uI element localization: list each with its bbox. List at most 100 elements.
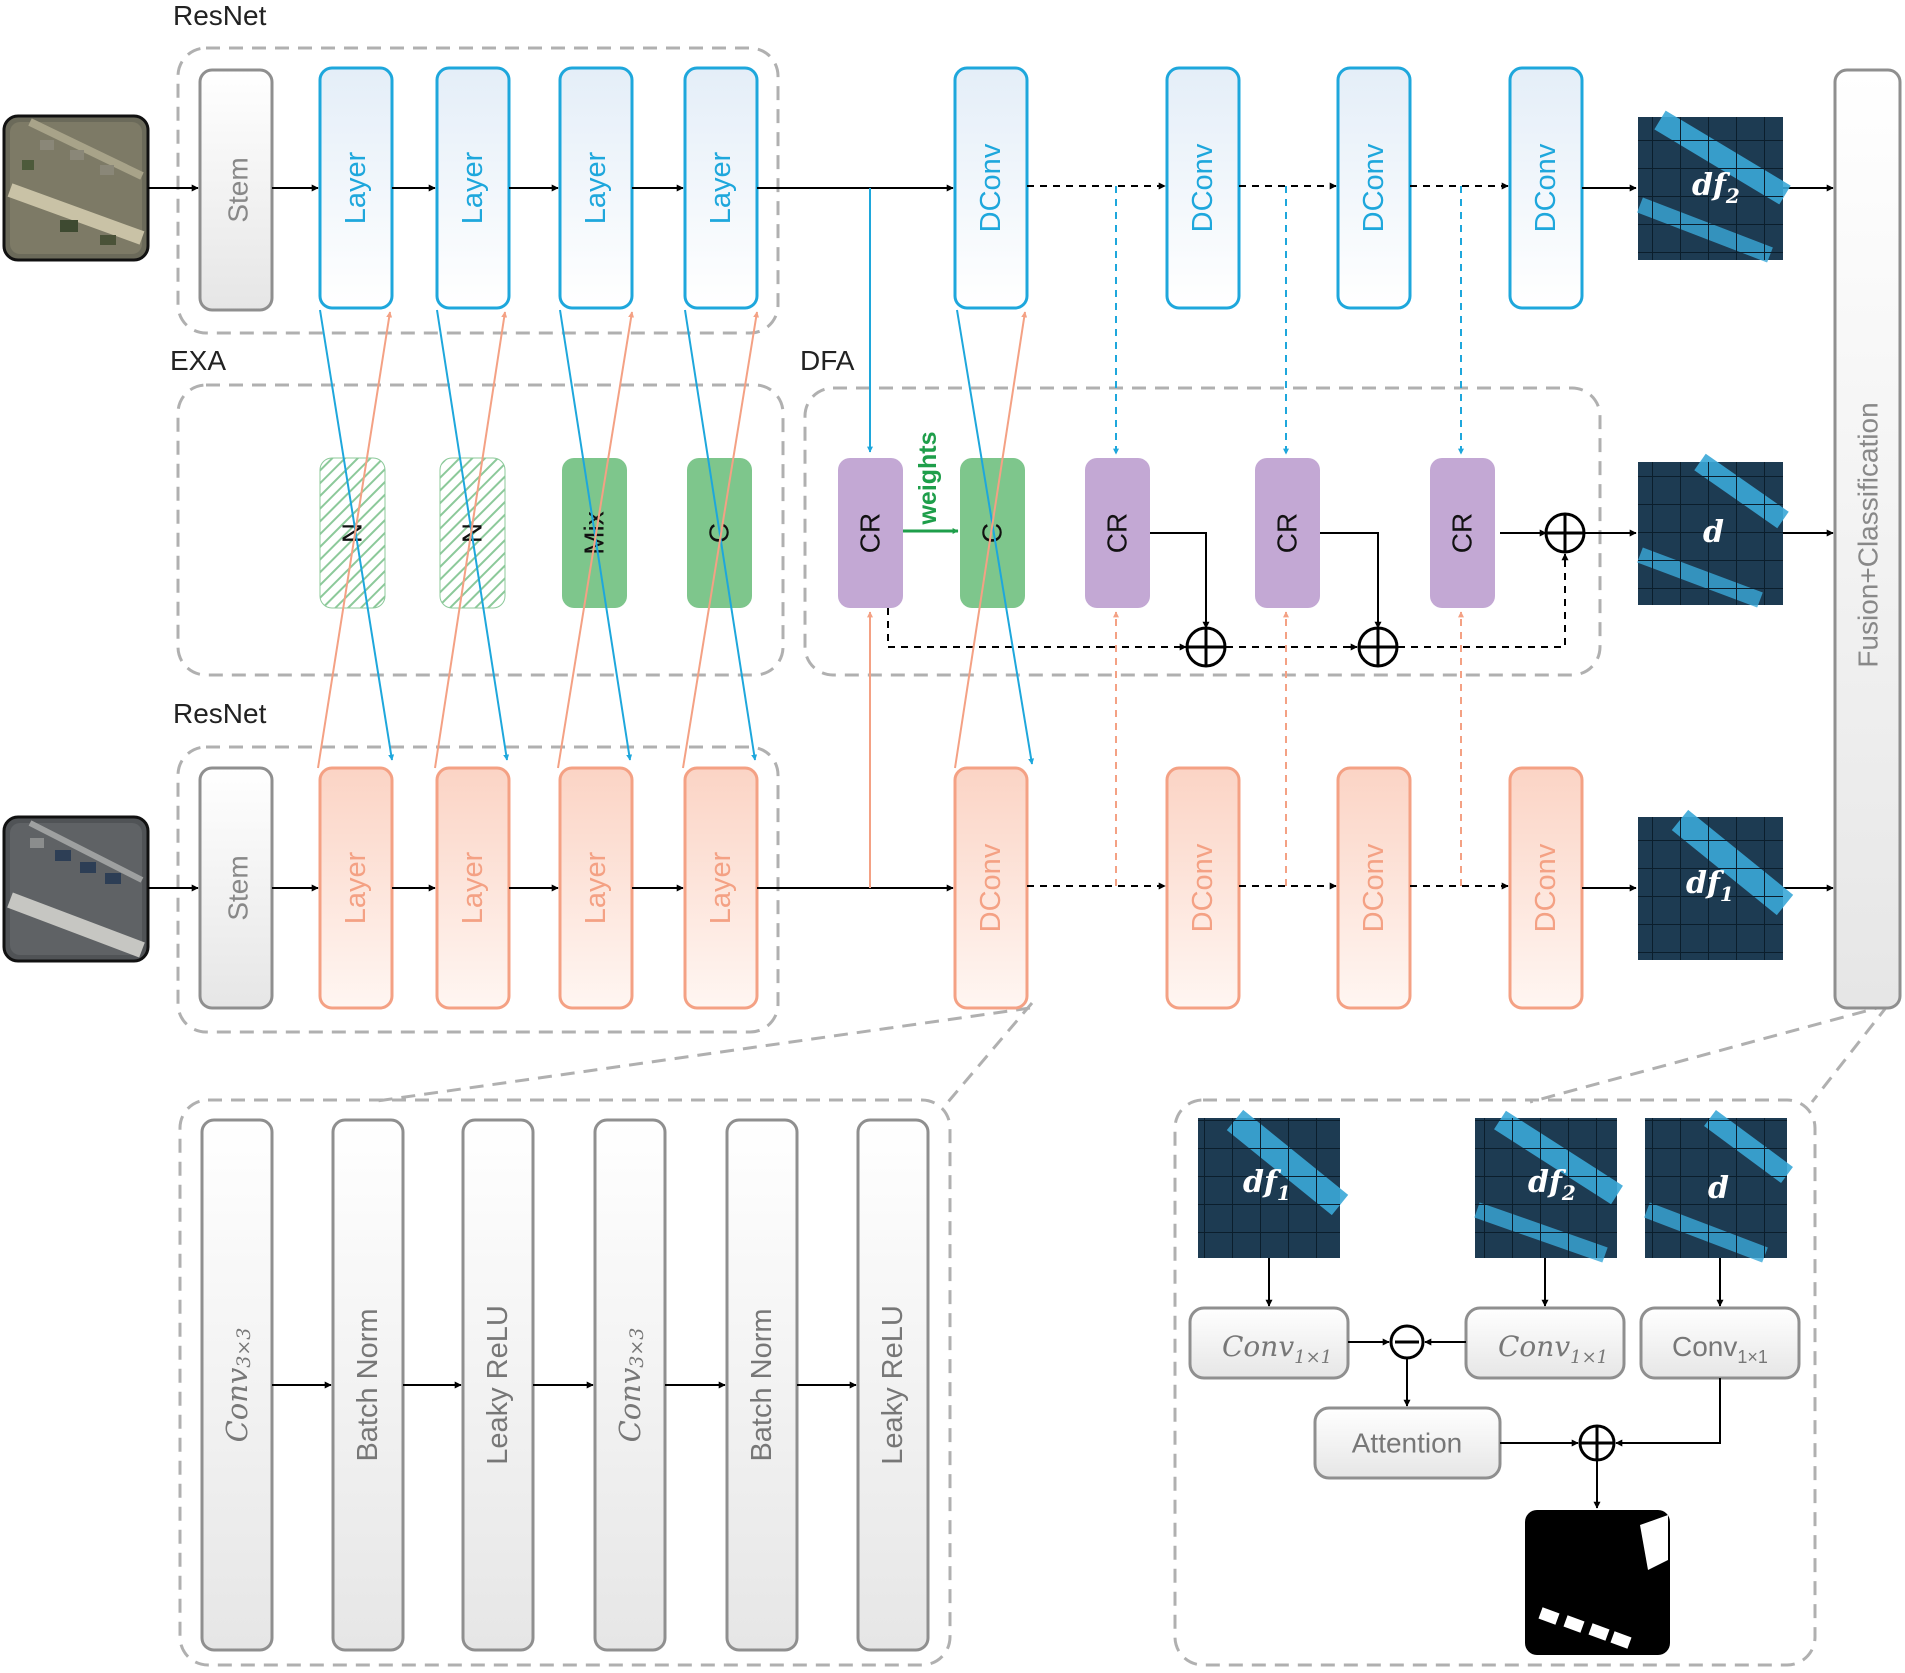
detail-block-4: Conv3×3 — [593, 1118, 667, 1652]
resnet-top-label: ResNet — [173, 0, 267, 31]
cr-label: CR — [1447, 513, 1478, 553]
layer-label: Layer — [457, 151, 489, 224]
dfa-frame — [803, 386, 1602, 677]
stem-bottom: Stem — [198, 766, 274, 1010]
detail-subscript: 3×3 — [233, 1328, 255, 1368]
fusion-label: Fusion+Classification — [1853, 402, 1884, 667]
dconv-bottom-2: DConv — [1165, 766, 1241, 1010]
layer-bottom-1: Layer — [318, 766, 394, 1010]
layer-top-2: Layer — [435, 66, 511, 310]
layer-label: Layer — [705, 151, 737, 224]
bottom-encoder-layers: Layer Layer Layer Layer DConv DConv DCon… — [318, 766, 1584, 1010]
resnet-bottom-label: ResNet — [173, 698, 267, 729]
conv-subscript: 1×1 — [1294, 1347, 1332, 1368]
dfa-cr-1: CR — [838, 458, 903, 608]
df2-subscript: 2 — [1725, 184, 1740, 208]
dconv-bottom-4: DConv — [1508, 766, 1584, 1010]
detail-text: Conv — [613, 1367, 647, 1442]
detail-subscript: 3×3 — [626, 1328, 648, 1368]
feature-map-d: d — [1637, 453, 1789, 608]
dconv-bottom-3: DConv — [1336, 766, 1412, 1010]
layer-label: Layer — [457, 851, 489, 924]
dconv-label: DConv — [1187, 843, 1219, 932]
detail-map-df2: df2 — [1474, 1110, 1623, 1263]
feature-map-df2: df2 — [1637, 110, 1791, 263]
dconv-detail: Conv3×3 Batch Norm Leaky ReLU Conv3×3 Ba… — [200, 1118, 930, 1652]
conv1x1-d: Conv1×1 — [1639, 1306, 1801, 1380]
dconv-top-3: DConv — [1336, 66, 1412, 310]
resnet-bottom-frame — [176, 745, 780, 1034]
conv-subscript: 1×1 — [1737, 1347, 1768, 1367]
detail-text: Batch Norm — [746, 1308, 778, 1461]
input-image-t2 — [2, 114, 150, 262]
dconv-label: DConv — [1530, 143, 1562, 232]
svg-text:df1: df1 — [1686, 866, 1734, 906]
layer-label: Layer — [340, 851, 372, 924]
conv-text: Conv — [1498, 1330, 1570, 1363]
df1-label: df — [1243, 1165, 1282, 1200]
fusion-detail-frame — [1173, 1098, 1817, 1667]
fusion-detail: df1 df2 d Conv1×1 Conv1×1 Conv1×1 Attent… — [1188, 1109, 1801, 1655]
d-label: d — [1703, 515, 1724, 550]
layer-top-3: Layer — [558, 66, 634, 310]
svg-text:Conv3×3: Conv3×3 — [613, 1328, 648, 1443]
svg-text:df2: df2 — [1692, 168, 1740, 208]
conv1x1-df1: Conv1×1 — [1188, 1306, 1350, 1380]
attention-label: Attention — [1352, 1428, 1463, 1459]
detail-map-d: d — [1644, 1109, 1793, 1263]
svg-text:Conv3×3: Conv3×3 — [220, 1328, 255, 1443]
minus-node-icon — [1389, 1324, 1425, 1360]
cr-label: CR — [1272, 513, 1303, 553]
conv1x1-df2: Conv1×1 — [1464, 1306, 1626, 1380]
dconv-label: DConv — [1358, 143, 1390, 232]
stem-top: Stem — [198, 68, 274, 312]
exa-modules: N N Mix C — [319, 457, 752, 609]
df2-label: df — [1692, 168, 1731, 203]
detail-block-5: Batch Norm — [725, 1118, 799, 1652]
plus-node-icon — [1578, 1424, 1616, 1462]
layer-label: Layer — [580, 851, 612, 924]
layer-label: Layer — [340, 151, 372, 224]
layer-top-1: Layer — [318, 66, 394, 310]
plus-node-icon — [1185, 626, 1227, 668]
detail-map-df1: df1 — [1198, 1109, 1349, 1258]
d-label: d — [1708, 1171, 1729, 1206]
orange-connections — [317, 311, 1464, 888]
exa-module-n-1: N — [319, 457, 386, 609]
dconv-detail-frame — [178, 1098, 952, 1667]
dfa-cr-3: CR — [1255, 458, 1320, 608]
weights-label: weights — [914, 431, 942, 525]
plus-node-icon — [1544, 512, 1586, 554]
dconv-top-2: DConv — [1165, 66, 1241, 310]
dconv-bottom-1: DConv — [953, 766, 1029, 1010]
conv-text: Conv — [1672, 1331, 1737, 1362]
svg-text:Conv1×1: Conv1×1 — [1222, 1330, 1332, 1368]
df1-subscript: 1 — [1720, 882, 1734, 906]
dconv-label: DConv — [1358, 843, 1390, 932]
detail-block-1: Conv3×3 — [200, 1118, 274, 1652]
detail-block-2: Batch Norm — [331, 1118, 405, 1652]
dconv-label: DConv — [975, 143, 1007, 232]
layer-bottom-3: Layer — [558, 766, 634, 1010]
layer-label: Layer — [580, 151, 612, 224]
df2-subscript: 2 — [1561, 1181, 1576, 1205]
dfa-c: C — [960, 458, 1025, 608]
df1-subscript: 1 — [1277, 1181, 1291, 1205]
cr-label: CR — [855, 513, 886, 553]
dconv-label: DConv — [975, 843, 1007, 932]
input-image-t1 — [2, 815, 150, 963]
df1-label: df — [1686, 866, 1725, 901]
resnet-top-frame — [176, 46, 780, 335]
sum-nodes — [1185, 512, 1586, 668]
detail-text: Conv — [220, 1367, 254, 1442]
dconv-top-1: DConv — [953, 66, 1029, 310]
plus-node-icon — [1357, 626, 1399, 668]
svg-text:Conv1×1: Conv1×1 — [1672, 1331, 1768, 1367]
layer-bottom-2: Layer — [435, 766, 511, 1010]
detail-text: Leaky ReLU — [482, 1305, 514, 1465]
svg-text:df2: df2 — [1528, 1165, 1576, 1205]
change-map-output — [1525, 1510, 1670, 1655]
cr-label: CR — [1102, 513, 1133, 553]
layer-label: Layer — [705, 851, 737, 924]
layer-top-4: Layer — [683, 66, 759, 310]
